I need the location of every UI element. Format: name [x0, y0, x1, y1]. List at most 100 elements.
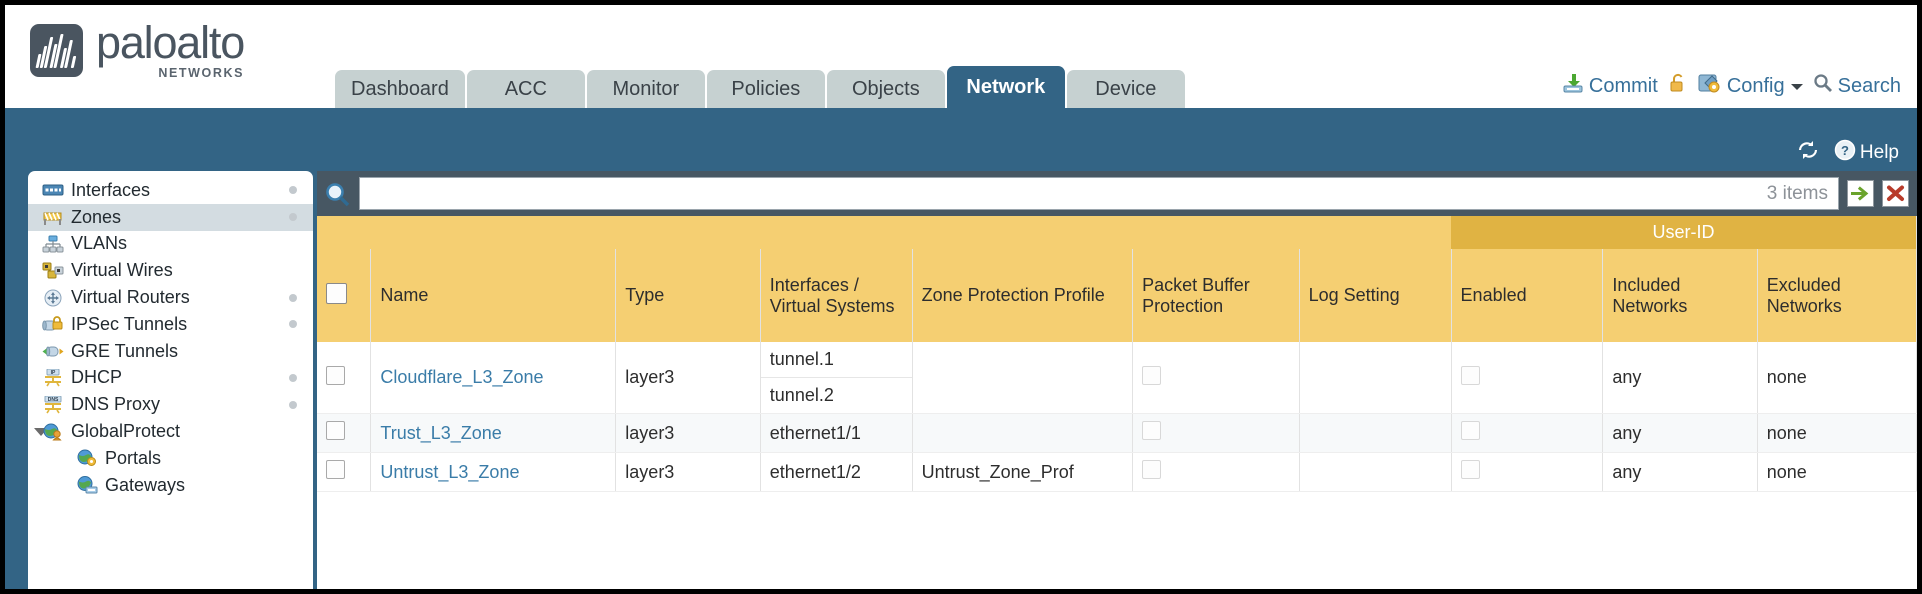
sidebar-label-portals: Portals — [105, 447, 162, 468]
ipsec-tunnels-icon — [42, 315, 64, 333]
cell-included-networks: any — [1602, 342, 1758, 414]
cell-excluded-networks: none — [1757, 342, 1917, 414]
gateways-icon — [76, 476, 98, 494]
cell-userid-enabled — [1451, 452, 1604, 492]
column-header-name[interactable]: Name — [370, 249, 617, 342]
help-icon: ? — [1834, 139, 1856, 167]
row-checkbox[interactable] — [326, 460, 345, 479]
portals-icon — [76, 449, 98, 467]
cell-packet-buffer-protection — [1132, 342, 1300, 414]
select-all-checkbox[interactable] — [326, 282, 347, 304]
packet-buffer-protection-checkbox[interactable] — [1142, 421, 1162, 440]
column-header-type[interactable]: Type — [615, 249, 761, 342]
sidebar-item-vlans[interactable]: VLANs — [28, 231, 313, 258]
cell-zone-name[interactable]: Untrust_L3_Zone — [370, 452, 617, 492]
cell-included-networks: any — [1602, 452, 1758, 492]
cell-zone-type: layer3 — [615, 342, 761, 414]
search-input[interactable]: 3 items — [359, 177, 1839, 210]
table-row[interactable]: Cloudflare_L3_Zone layer3 tunnel.1 tunne… — [317, 342, 1917, 414]
tab-network[interactable]: Network — [946, 66, 1065, 108]
column-header-userid-enabled[interactable]: Enabled — [1451, 249, 1604, 342]
sidebar-item-portals[interactable]: Portals — [28, 445, 313, 472]
sidebar-label-interfaces: Interfaces — [71, 179, 151, 200]
interfaces-icon — [42, 181, 64, 199]
sidebar-label-globalprotect: GlobalProtect — [71, 421, 181, 442]
interface-entry: tunnel.1 — [760, 342, 912, 378]
search-toolbar: 3 items — [317, 171, 1917, 216]
zones-table-body: Cloudflare_L3_Zone layer3 tunnel.1 tunne… — [317, 342, 1917, 492]
sidebar-item-virtual-wires[interactable]: Virtual Wires — [28, 257, 313, 284]
status-dot — [289, 373, 297, 382]
status-dot — [289, 186, 297, 195]
packet-buffer-protection-checkbox[interactable] — [1142, 460, 1162, 479]
commit-label: Commit — [1588, 74, 1658, 97]
column-header-included-networks[interactable]: Included Networks — [1602, 249, 1758, 342]
tab-objects[interactable]: Objects — [826, 70, 945, 108]
cell-interfaces: ethernet1/2 — [760, 452, 913, 492]
lock-icon[interactable] — [1667, 72, 1689, 100]
table-row[interactable]: Untrust_L3_Zone layer3 ethernet1/2 Untru… — [317, 452, 1917, 492]
packet-buffer-protection-checkbox[interactable] — [1142, 365, 1162, 385]
expand-collapse-caret-icon[interactable] — [34, 427, 48, 436]
sidebar-label-zones: Zones — [71, 206, 122, 227]
table-row[interactable]: Trust_L3_Zone layer3 ethernet1/1 — [317, 413, 1917, 453]
top-header-bar: paloalto NETWORKS Dashboard ACC Monitor … — [5, 5, 1917, 108]
apply-filter-button[interactable] — [1847, 180, 1874, 207]
commit-button[interactable]: Commit — [1562, 72, 1658, 100]
row-checkbox[interactable] — [326, 421, 345, 440]
column-header-packet-buffer-protection[interactable]: Packet Buffer Protection — [1132, 249, 1300, 342]
sidebar-item-gre-tunnels[interactable]: GRE Tunnels — [28, 338, 313, 365]
tab-acc[interactable]: ACC — [466, 70, 585, 108]
refresh-icon[interactable] — [1796, 139, 1820, 167]
cell-log-setting — [1299, 452, 1452, 492]
cell-interfaces: tunnel.1 tunnel.2 — [760, 342, 913, 414]
row-checkbox[interactable] — [326, 365, 345, 385]
sub-header-band: ? Help — [5, 108, 1917, 171]
config-label: Config — [1726, 74, 1785, 97]
group-header-row: User-ID — [317, 216, 1917, 249]
sidebar-item-zones[interactable]: Zones — [28, 203, 313, 231]
network-sidebar: Interfaces Zones — [28, 171, 313, 589]
sidebar-item-dhcp[interactable]: IP DHCP — [28, 365, 313, 392]
sidebar-item-dns-proxy[interactable]: DNS DNS Proxy — [28, 391, 313, 418]
tab-monitor[interactable]: Monitor — [586, 70, 705, 108]
cell-log-setting — [1299, 413, 1452, 453]
band-tools: ? Help — [1796, 139, 1899, 167]
virtual-routers-icon — [42, 289, 64, 307]
tab-policies[interactable]: Policies — [706, 70, 825, 108]
paloalto-logo-mark — [30, 24, 83, 77]
config-button[interactable]: Config — [1698, 72, 1804, 100]
sidebar-item-ipsec-tunnels[interactable]: IPSec Tunnels — [28, 311, 313, 338]
sidebar-item-globalprotect[interactable]: GlobalProtect — [28, 418, 313, 445]
search-button[interactable]: Search — [1813, 73, 1901, 99]
column-header-excluded-networks[interactable]: Excluded Networks — [1757, 249, 1917, 342]
clear-filter-button[interactable] — [1882, 180, 1909, 207]
userid-enabled-checkbox[interactable] — [1460, 365, 1480, 385]
column-header-zone-protection-profile[interactable]: Zone Protection Profile — [912, 249, 1134, 342]
group-header-userid: User-ID — [1451, 216, 1917, 249]
cell-zone-name[interactable]: Cloudflare_L3_Zone — [370, 342, 617, 414]
row-select-cell — [317, 452, 372, 492]
userid-enabled-checkbox[interactable] — [1460, 460, 1480, 479]
logo-subtext: NETWORKS — [158, 66, 245, 80]
help-button[interactable]: ? Help — [1834, 139, 1899, 167]
commit-icon — [1562, 72, 1584, 100]
status-dot — [289, 293, 297, 302]
cell-zone-protection-profile — [912, 342, 1134, 414]
svg-text:IP: IP — [51, 370, 56, 376]
cell-userid-enabled — [1451, 413, 1604, 453]
sidebar-item-virtual-routers[interactable]: Virtual Routers — [28, 284, 313, 311]
tab-dashboard[interactable]: Dashboard — [335, 70, 465, 108]
cell-zone-name[interactable]: Trust_L3_Zone — [370, 413, 617, 453]
cell-interfaces: ethernet1/1 — [760, 413, 913, 453]
tab-device[interactable]: Device — [1066, 70, 1185, 108]
page-body: Interfaces Zones — [5, 171, 1917, 589]
column-header-log-setting[interactable]: Log Setting — [1299, 249, 1452, 342]
filter-search-icon[interactable] — [323, 180, 351, 208]
svg-text:?: ? — [1841, 143, 1849, 158]
sidebar-item-gateways[interactable]: Gateways — [28, 472, 313, 499]
sidebar-item-interfaces[interactable]: Interfaces — [28, 177, 313, 204]
userid-enabled-checkbox[interactable] — [1460, 421, 1480, 440]
column-header-interfaces[interactable]: Interfaces / Virtual Systems — [760, 249, 913, 342]
